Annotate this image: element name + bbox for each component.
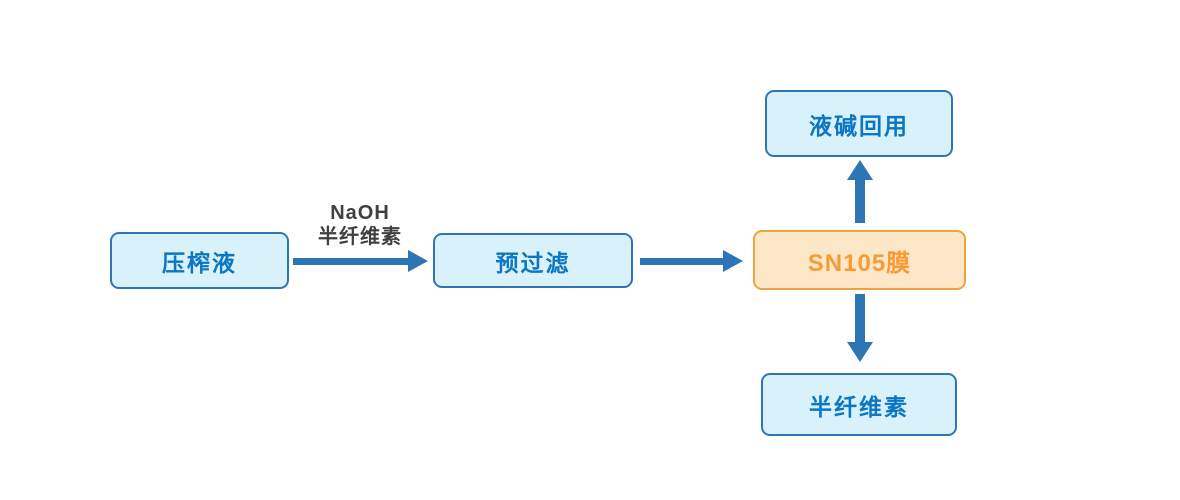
node-prefilter-label: 预过滤 [495, 249, 571, 276]
arrow-press-to-prefilter-icon [293, 250, 428, 272]
arrow-membrane-to-hemicellulose-icon [847, 294, 873, 362]
arrow-shaft [640, 258, 725, 265]
node-sn105-membrane-label: SN105膜 [807, 249, 912, 277]
node-sn105-membrane: SN105膜 [753, 230, 966, 290]
node-hemicellulose: 半纤维素 [761, 373, 957, 436]
arrow-shaft [855, 294, 865, 344]
node-alkali-reuse-label: 液碱回用 [809, 112, 909, 139]
edge-label-line2: 半纤维素 [318, 226, 402, 248]
node-press-liquid: 压榨液 [110, 232, 289, 289]
arrow-head-up-icon [847, 160, 873, 180]
node-prefilter: 预过滤 [433, 233, 633, 288]
node-hemicellulose-label: 半纤维素 [809, 393, 909, 420]
node-alkali-reuse: 液碱回用 [765, 90, 953, 157]
arrow-shaft [855, 178, 865, 223]
edge-label-naoh-hemicellulose: NaOH 半纤维素 [285, 201, 435, 249]
arrow-head-right-icon [408, 250, 428, 272]
edge-label-line1: NaOH [330, 202, 390, 224]
node-press-liquid-label: 压榨液 [162, 249, 237, 276]
arrow-head-down-icon [847, 342, 873, 362]
arrow-membrane-to-alkali-reuse-icon [847, 160, 873, 223]
arrow-shaft [293, 258, 410, 265]
arrow-head-right-icon [723, 250, 743, 272]
arrow-prefilter-to-membrane-icon [640, 250, 743, 272]
